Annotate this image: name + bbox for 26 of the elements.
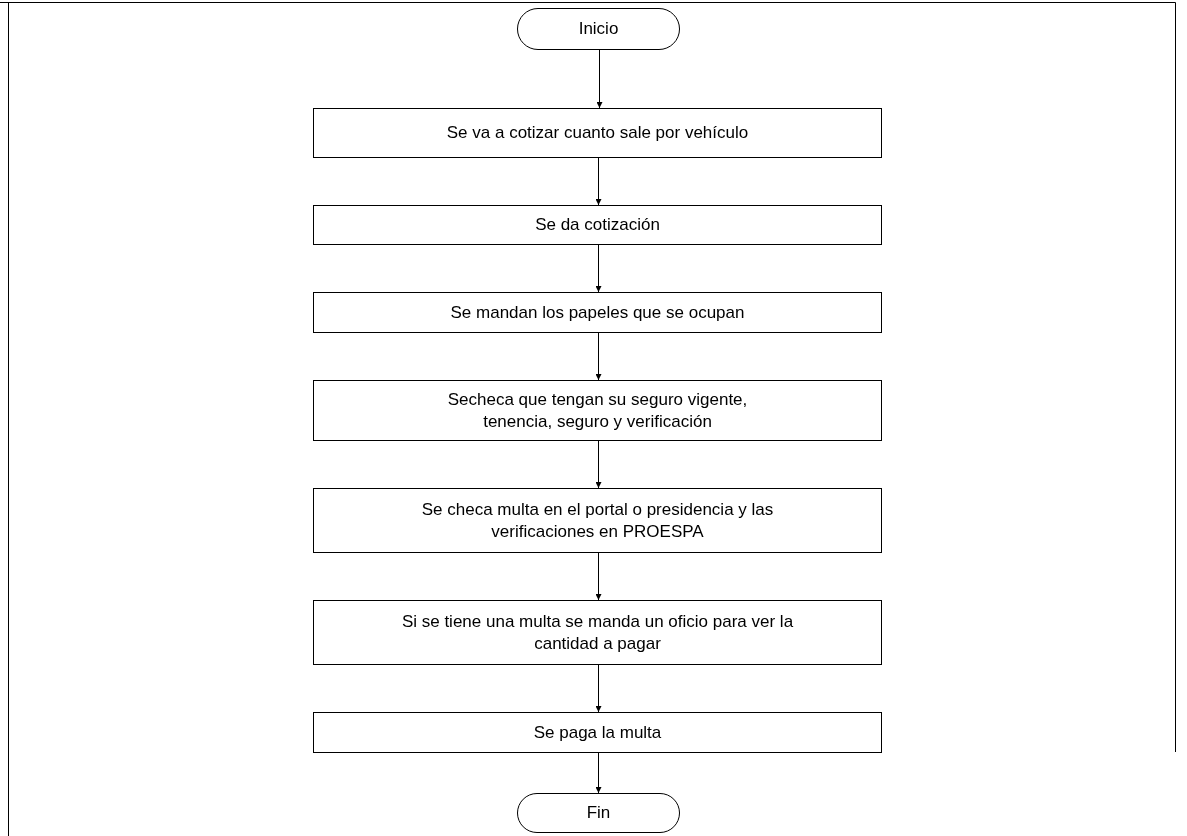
step-text: Fin (585, 802, 612, 824)
process-box (313, 380, 882, 441)
process-box (313, 712, 882, 753)
process-box (313, 108, 882, 158)
process-box (313, 205, 882, 245)
arrow (595, 244, 602, 293)
process-box (313, 600, 882, 665)
arrow (595, 157, 602, 206)
step-text: Inicio (577, 18, 620, 40)
arrow (595, 752, 602, 794)
arrow (596, 49, 603, 109)
step-text: Se va a cotizar cuanto sale por vehículo (445, 122, 750, 144)
arrow (595, 332, 602, 381)
arrow (595, 552, 602, 601)
step-text: Se da cotización (534, 214, 661, 236)
arrow (595, 440, 602, 489)
terminal-shape (517, 8, 680, 50)
step-text: Se paga la multa (532, 721, 663, 744)
step-text: Se checa multa en el portal o presidencia y las verificaciones en PROESPA (420, 498, 775, 543)
step-text: Secheca que tengan su seguro vigente, tenencia, seguro y verificación (446, 388, 749, 433)
terminal-shape (517, 793, 680, 833)
arrow (595, 664, 602, 713)
step-text: Si se tiene una multa se manda un oficio para ver la cantidad a pagar (400, 610, 795, 655)
process-box (313, 292, 882, 333)
process-box (313, 488, 882, 553)
step-text: Se mandan los papeles que se ocupan (449, 301, 746, 324)
